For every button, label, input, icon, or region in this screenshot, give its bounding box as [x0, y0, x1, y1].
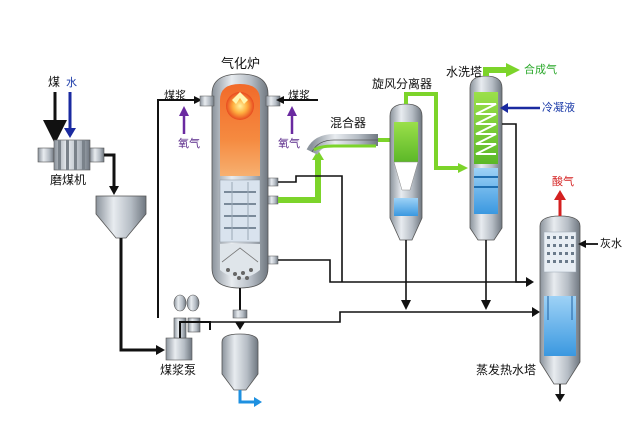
water-label: 水 — [66, 76, 77, 89]
water-input-line — [64, 92, 76, 138]
acid-gas-outlet — [554, 190, 566, 216]
coal-label: 煤 — [48, 75, 61, 89]
mill-label: 磨煤机 — [50, 173, 87, 187]
ash-water-label: 灰水 — [600, 237, 622, 250]
slurry-left-label: 煤浆 — [164, 89, 186, 102]
right-slurry-line — [276, 96, 318, 104]
evaporator-label: 蒸发热水塔 — [476, 363, 537, 377]
cyclone-bottom-line — [401, 240, 411, 310]
slurry-right-label: 煤浆 — [288, 89, 310, 102]
condensate-inlet — [500, 103, 540, 113]
pump-to-gasifier-line — [157, 96, 211, 338]
gasifier — [199, 73, 281, 289]
slurry-pump — [165, 294, 201, 361]
slurry-hopper — [95, 195, 147, 239]
gasifier-label: 气化炉 — [221, 57, 261, 72]
mixer — [306, 134, 378, 156]
gasifier-discharge — [232, 288, 248, 330]
evaporator-tower — [539, 215, 581, 385]
mixer-label: 混合器 — [330, 116, 367, 130]
scrubber-tower — [469, 75, 503, 241]
ash-lockhopper — [221, 333, 262, 407]
scrubber-label: 水洗塔 — [446, 65, 483, 79]
cyclone-top-outlet — [404, 92, 468, 173]
syngas-outlet — [483, 63, 520, 77]
syngas-to-mixer-line — [278, 150, 324, 203]
syngas-label: 合成气 — [524, 63, 557, 76]
acid-gas-label: 酸气 — [552, 175, 574, 188]
recycle-water-lines — [200, 259, 540, 323]
slurry-pump-label: 煤浆泵 — [160, 363, 197, 377]
scrubber-return-line — [502, 123, 534, 287]
hopper-to-pump-line — [119, 238, 165, 355]
coal-mill — [37, 139, 105, 171]
gasifier-grey-outlet — [278, 175, 343, 282]
oxygen-left-arrow — [179, 106, 189, 134]
cyclone-separator — [389, 103, 423, 241]
oxygen-right-label: 氧气 — [278, 137, 300, 150]
condensate-label: 冷凝液 — [542, 101, 575, 114]
evaporator-bottom-outlet — [555, 384, 565, 402]
ash-water-inlet — [578, 240, 598, 248]
oxygen-right-arrow — [287, 106, 297, 134]
cyclone-label: 旋风分离器 — [372, 77, 433, 91]
mill-to-hopper-line — [104, 153, 119, 195]
oxygen-left-label: 氧气 — [178, 137, 200, 150]
scrubber-bottom-line — [481, 240, 491, 310]
